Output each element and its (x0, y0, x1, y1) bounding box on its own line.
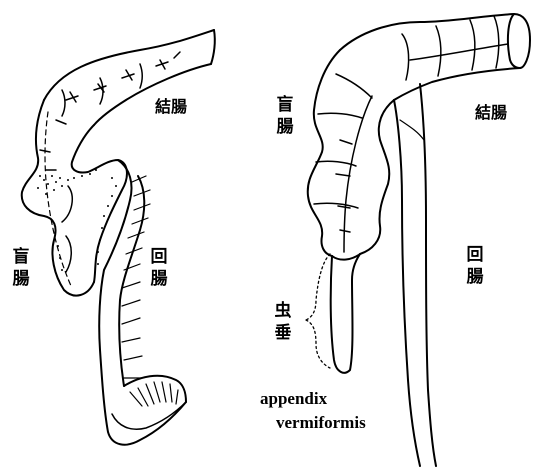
left-cecum-label-top: 盲 (12, 246, 30, 268)
left-ileum-label-bottom: 腸 (150, 268, 168, 290)
left-colon-label: 結腸 (155, 99, 187, 115)
left-ileum-label: 回 腸 (150, 246, 168, 290)
appendix-latin-line1: appendix (260, 390, 327, 407)
right-cecum-label: 盲 腸 (276, 94, 294, 138)
right-colon-label: 結腸 (475, 105, 507, 121)
left-colon-outline (44, 30, 215, 125)
right-cecum-label-top: 盲 (276, 94, 294, 116)
left-ileum-label-top: 回 (150, 246, 168, 268)
right-cecum-outline (308, 50, 394, 260)
right-appendix-outline (331, 254, 360, 373)
right-appendix-label: 虫 垂 (274, 300, 292, 344)
left-cecum-outline (22, 100, 127, 296)
right-appendix-label-bottom: 垂 (274, 322, 292, 344)
left-ileum-outline (99, 160, 186, 445)
left-cecum-label-bottom: 腸 (12, 268, 30, 290)
left-stipple (37, 169, 117, 271)
right-ileum-label-top: 回 (466, 244, 484, 266)
appendix-bracket (306, 254, 330, 368)
right-ileum-label-bottom: 腸 (466, 266, 484, 288)
right-ileum-outline (394, 84, 436, 466)
appendix-latin-line2: vermiformis (276, 414, 366, 431)
right-colon-outline (340, 14, 530, 100)
left-cecum-label: 盲 腸 (12, 246, 30, 290)
right-ileum-label: 回 腸 (466, 244, 484, 288)
right-appendix-label-top: 虫 (274, 300, 292, 322)
right-cecum-label-bottom: 腸 (276, 116, 294, 138)
